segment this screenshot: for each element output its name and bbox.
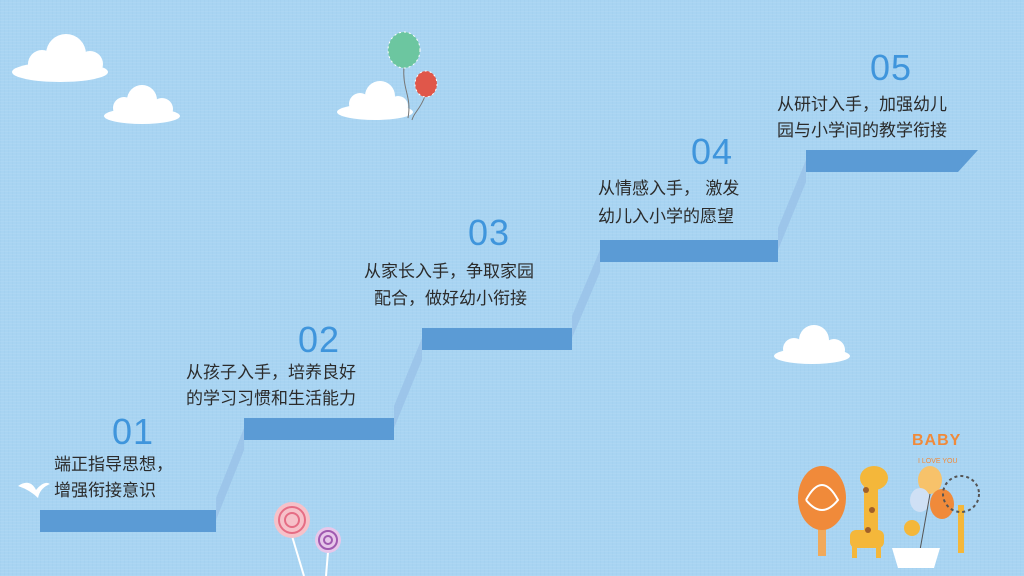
step-5-line-1: 从研讨入手，加强幼儿 [777, 95, 947, 115]
cloud-icon [337, 81, 413, 120]
step-riser [216, 428, 244, 520]
step-4-number: 04 [691, 131, 734, 172]
cloud-icon [774, 325, 850, 364]
step-1-number: 01 [112, 411, 155, 452]
baby-logo: BABY [912, 432, 962, 449]
giraffe-icon [850, 466, 888, 558]
bird-icon [18, 482, 50, 498]
step-tread [244, 418, 394, 440]
love-you-label: I LOVE YOU [918, 458, 958, 465]
step-tread [600, 240, 778, 262]
step-riser [572, 250, 600, 338]
cloud-icon [12, 34, 108, 82]
step-riser [778, 160, 806, 250]
step-tread [422, 328, 572, 350]
step-1-line-1: 端正指导思想， [54, 455, 173, 475]
balloons-icon [387, 31, 438, 121]
tree-icon [798, 466, 846, 556]
step-2-line-2: 的学习习惯和生活能力 [186, 389, 356, 409]
step-2-number: 02 [298, 319, 341, 360]
step-2-line-1: 从孩子入手，培养良好 [186, 363, 356, 383]
step-3-number: 03 [468, 212, 511, 253]
step-5-number: 05 [870, 47, 913, 88]
step-tread [806, 150, 978, 172]
bathtub-icon [892, 520, 940, 568]
step-1-line-2: 增强衔接意识 [54, 481, 156, 501]
step-3-line-1: 从家长入手，争取家园 [364, 262, 534, 282]
lollipop-icon [274, 502, 341, 576]
cloud-icon [104, 85, 180, 124]
balloons-icon [910, 466, 954, 551]
step-5-line-2: 园与小学间的教学衔接 [777, 121, 947, 141]
tree-icon [942, 475, 980, 553]
step-3-line-2: 配合，做好幼小衔接 [374, 289, 527, 309]
step-riser [394, 338, 422, 428]
step-4-line-2: 幼儿入小学的愿望 [598, 207, 734, 227]
step-tread [40, 510, 216, 532]
step-4-line-1: 从情感入手， 激发 [598, 179, 740, 199]
